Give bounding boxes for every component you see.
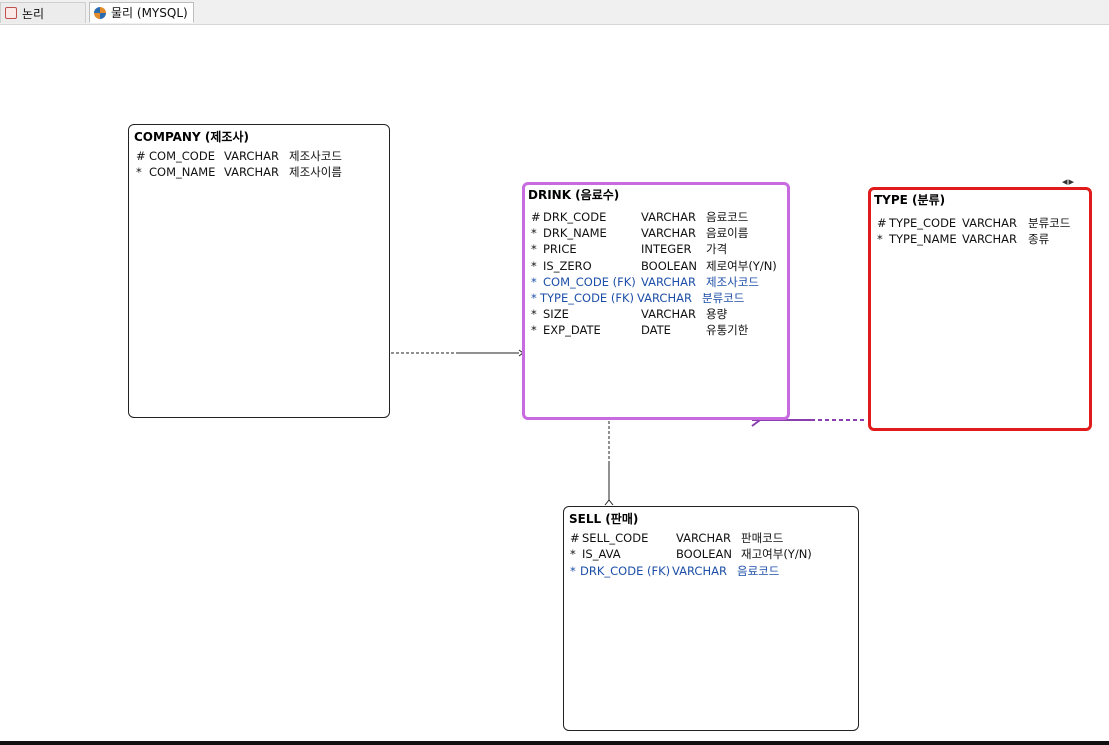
attr-mark: * bbox=[531, 242, 537, 256]
attr-name: EXP_DATE bbox=[543, 323, 601, 337]
bottom-border bbox=[0, 741, 1109, 745]
attr-type: VARCHAR bbox=[637, 291, 692, 305]
attr-name: SIZE bbox=[543, 307, 569, 321]
attr-type: VARCHAR bbox=[224, 149, 279, 163]
entity-type[interactable]: TYPE (분류) # TYPE_CODE VARCHAR 분류코드 * TYP… bbox=[868, 187, 1092, 431]
attr-desc: 용량 bbox=[706, 307, 728, 321]
attr-mark: * bbox=[531, 259, 537, 273]
attr-type: BOOLEAN bbox=[641, 259, 697, 273]
attr-desc: 유통기한 bbox=[706, 323, 749, 337]
entity-title: COMPANY (제조사) bbox=[134, 130, 249, 144]
attr-mark: * bbox=[531, 275, 537, 289]
attr-desc: 제조사이름 bbox=[289, 165, 342, 179]
attr-name: COM_CODE bbox=[149, 149, 215, 163]
attr-type: VARCHAR bbox=[962, 232, 1017, 246]
attr-type: VARCHAR bbox=[676, 531, 731, 545]
attr-desc: 음료코드 bbox=[737, 564, 780, 578]
tab-logical[interactable]: 논리 bbox=[0, 2, 86, 23]
tab-physical[interactable]: 물리 (MYSQL) bbox=[89, 2, 194, 23]
attr-type: VARCHAR bbox=[641, 226, 696, 240]
attr-mark: * bbox=[877, 232, 883, 246]
attr-mark: * bbox=[531, 307, 537, 321]
attr-mark: * bbox=[570, 564, 576, 578]
tab-logical-label: 논리 bbox=[22, 6, 45, 21]
logical-model-icon bbox=[5, 7, 17, 19]
attr-desc: 음료이름 bbox=[706, 226, 749, 240]
attr-type: DATE bbox=[641, 323, 671, 337]
attr-desc: 제로여부(Y/N) bbox=[706, 259, 777, 273]
attr-name: IS_AVA bbox=[582, 547, 621, 561]
attr-mark: # bbox=[877, 216, 887, 230]
attr-type: VARCHAR bbox=[641, 307, 696, 321]
attr-name: IS_ZERO bbox=[543, 259, 592, 273]
entity-company[interactable]: COMPANY (제조사) # COM_CODE VARCHAR 제조사코드 *… bbox=[128, 124, 390, 418]
entity-sell[interactable]: SELL (판매) # SELL_CODE VARCHAR 판매코드 * IS_… bbox=[563, 506, 859, 731]
attr-desc: 제조사코드 bbox=[706, 275, 759, 289]
resize-arrows-icon[interactable]: ◂▸ bbox=[1062, 175, 1076, 188]
attr-name: COM_CODE (FK) bbox=[543, 275, 636, 289]
attr-desc: 종류 bbox=[1028, 232, 1050, 246]
attr-desc: 제조사코드 bbox=[289, 149, 342, 163]
attr-name: SELL_CODE bbox=[582, 531, 649, 545]
attr-mark: # bbox=[531, 210, 541, 224]
tab-physical-label: 물리 (MYSQL) bbox=[111, 6, 188, 20]
attr-type: VARCHAR bbox=[641, 275, 696, 289]
attr-name: TYPE_CODE bbox=[889, 216, 957, 230]
attr-desc: 분류코드 bbox=[702, 291, 745, 305]
attr-mark: * bbox=[531, 291, 537, 305]
attr-type: INTEGER bbox=[641, 242, 692, 256]
attr-mark: # bbox=[136, 149, 146, 163]
physical-model-icon bbox=[94, 6, 106, 19]
attr-desc: 음료코드 bbox=[706, 210, 749, 224]
tab-bar: 논리 물리 (MYSQL) bbox=[0, 0, 1109, 25]
entity-title: TYPE (분류) bbox=[874, 193, 946, 207]
entity-drink[interactable]: DRINK (음료수) # DRK_CODE VARCHAR 음료코드 * DR… bbox=[522, 182, 790, 420]
attr-desc: 판매코드 bbox=[741, 531, 784, 545]
attr-type: VARCHAR bbox=[224, 165, 279, 179]
entity-title: SELL (판매) bbox=[569, 512, 639, 526]
attr-name: DRK_CODE bbox=[543, 210, 607, 224]
entity-title: DRINK (음료수) bbox=[528, 188, 620, 202]
attr-desc: 재고여부(Y/N) bbox=[741, 547, 812, 561]
attr-name: DRK_NAME bbox=[543, 226, 607, 240]
attr-type: BOOLEAN bbox=[676, 547, 732, 561]
attr-desc: 분류코드 bbox=[1028, 216, 1071, 230]
attr-type: VARCHAR bbox=[641, 210, 696, 224]
attr-type: VARCHAR bbox=[962, 216, 1017, 230]
attr-name: COM_NAME bbox=[149, 165, 216, 179]
attr-desc: 가격 bbox=[706, 242, 728, 256]
attr-mark: # bbox=[570, 531, 580, 545]
attr-name: PRICE bbox=[543, 242, 577, 256]
attr-mark: * bbox=[531, 323, 537, 337]
attr-mark: * bbox=[136, 165, 142, 179]
attr-mark: * bbox=[531, 226, 537, 240]
rel-drink-sell-crowfoot bbox=[604, 499, 614, 506]
attr-type: VARCHAR bbox=[672, 564, 727, 578]
attr-mark: * bbox=[570, 547, 576, 561]
attr-name: DRK_CODE (FK) bbox=[580, 564, 671, 578]
attr-name: TYPE_NAME bbox=[889, 232, 957, 246]
attr-name: TYPE_CODE (FK) bbox=[540, 291, 634, 305]
